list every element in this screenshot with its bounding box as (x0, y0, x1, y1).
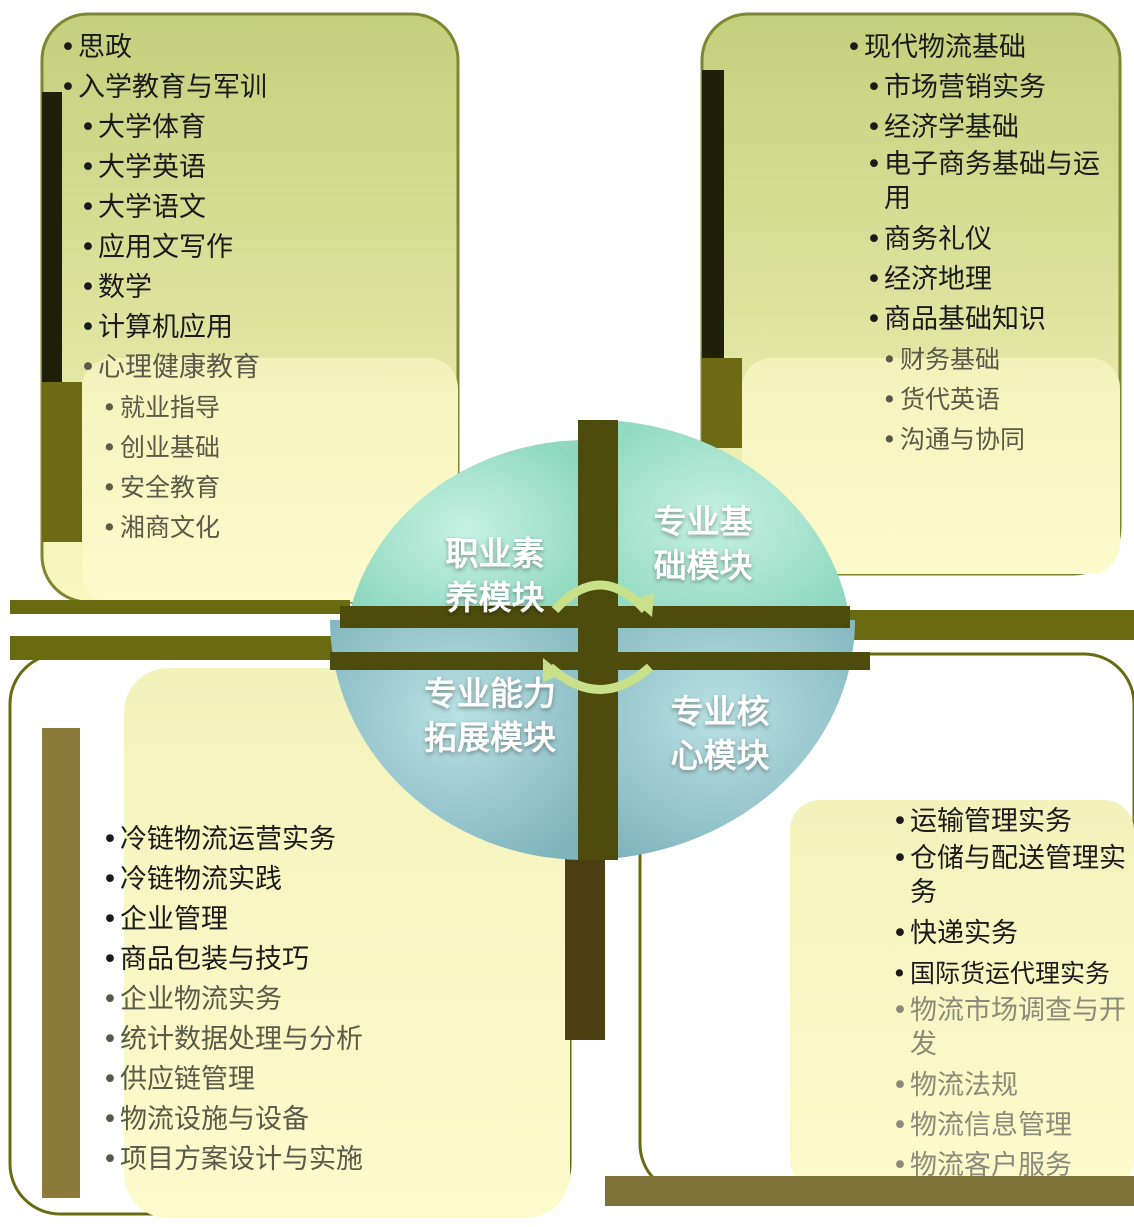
course-item: 项目方案设计与实施 (102, 1140, 363, 1180)
course-item: 大学体育 (80, 108, 267, 148)
course-item: 创业基础 (102, 428, 267, 468)
cycle-circle (330, 419, 870, 860)
cycle-arrow-top-icon (551, 580, 654, 617)
course-item: 应用文写作 (80, 228, 267, 268)
course-list-core: 运输管理实务 仓储与配送管理实务 快递实务 国际货运代理实务 物流市场调查与开发… (892, 802, 1128, 1186)
course-item: 商品包装与技巧 (102, 940, 363, 980)
course-item: 冷链物流运营实务 (102, 820, 363, 860)
course-item: 经济地理 (866, 260, 1118, 300)
course-item: 运输管理实务 (892, 802, 1128, 842)
course-item: 商品基础知识 (866, 300, 1118, 340)
course-item: 统计数据处理与分析 (102, 1020, 363, 1060)
course-item: 供应链管理 (102, 1060, 363, 1100)
course-item: 现代物流基础 (846, 28, 1118, 68)
course-list-literacy: 思政 入学教育与军训 大学体育 大学英语 大学语文 应用文写作 数学 计算机应用… (60, 28, 267, 548)
course-item: 财务基础 (882, 340, 1118, 380)
course-item: 市场营销实务 (866, 68, 1118, 108)
course-item: 物流信息管理 (892, 1106, 1128, 1146)
module-label-foundation: 专业基础模块 (653, 502, 753, 585)
course-item: 仓储与配送管理实务 (892, 842, 1132, 910)
course-list-foundation: 现代物流基础 市场营销实务 经济学基础 电子商务基础与运用 商务礼仪 经济地理 … (846, 28, 1118, 460)
course-item: 大学英语 (80, 148, 267, 188)
cycle-arrow-bottom-icon (543, 658, 654, 694)
course-item: 冷链物流实践 (102, 860, 363, 900)
course-item: 物流法规 (892, 1066, 1128, 1106)
course-item: 入学教育与军训 (60, 68, 267, 108)
course-list-extension: 冷链物流运营实务 冷链物流实践 企业管理 商品包装与技巧 企业物流实务 统计数据… (102, 820, 363, 1180)
course-item: 就业指导 (102, 388, 267, 428)
course-item: 沟通与协同 (882, 420, 1118, 460)
course-item: 思政 (60, 28, 267, 68)
course-item: 计算机应用 (80, 308, 267, 348)
course-item: 安全教育 (102, 468, 267, 508)
course-item: 数学 (80, 268, 267, 308)
course-item: 物流设施与设备 (102, 1100, 363, 1140)
module-label-core: 专业核心模块 (670, 692, 770, 775)
module-label-extension: 专业能力拓展模块 (424, 674, 556, 757)
course-item: 企业管理 (102, 900, 363, 940)
course-item: 湘商文化 (102, 508, 267, 548)
course-item: 国际货运代理实务 (892, 954, 1128, 994)
course-item: 经济学基础 (866, 108, 1118, 148)
course-item: 快递实务 (892, 914, 1128, 954)
course-item: 企业物流实务 (102, 980, 363, 1020)
course-item: 商务礼仪 (866, 220, 1118, 260)
course-item: 电子商务基础与运用 (866, 148, 1124, 216)
course-item: 物流市场调查与开发 (892, 994, 1132, 1062)
course-item: 心理健康教育 (80, 348, 267, 388)
course-item: 货代英语 (882, 380, 1118, 420)
course-item: 大学语文 (80, 188, 267, 228)
module-label-literacy: 职业素养模块 (445, 534, 545, 617)
course-item: 物流客户服务 (892, 1146, 1128, 1186)
